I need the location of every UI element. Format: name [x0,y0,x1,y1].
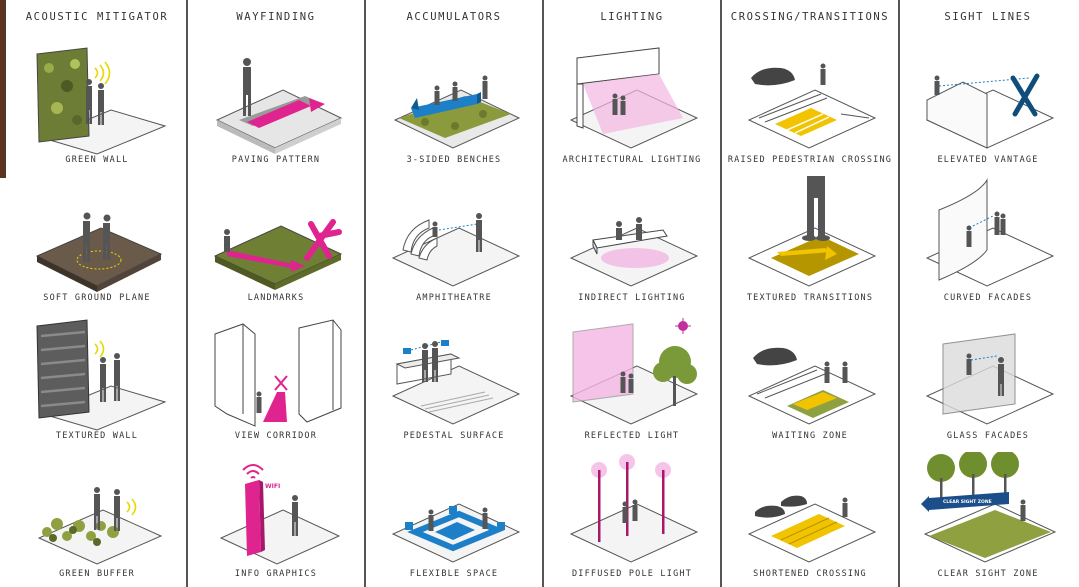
indirect-lighting-icon [569,217,699,287]
shortened-crossing-icon [747,495,877,563]
elevated-vantage-icon [925,73,1055,149]
reflected-light-icon [569,318,699,425]
column-lighting: LIGHTING ARCHITECTURAL LIGHTING [542,0,720,587]
diagram-caption: SOFT GROUND PLANE [43,293,151,303]
diagram-pedestal-surface: PEDESTAL SURFACE [366,310,542,448]
diagram-caption: INDIRECT LIGHTING [578,293,686,303]
column-title: ACOUSTIC MITIGATOR [25,11,169,23]
diagram-indirect-lighting: INDIRECT LIGHTING [544,172,720,310]
column-wayfinding: WAYFINDING PAVING PATTERN [186,0,364,587]
diagram-caption: GLASS FACADES [946,431,1030,441]
diagram-diffused-pole-light: DIFFUSED POLE LIGHT [544,448,720,586]
diagram-caption: PEDESTAL SURFACE [403,431,505,441]
diagram-caption: REFLECTED LIGHT [584,431,680,441]
soft-ground-plane-icon [35,212,163,292]
diagram-caption: GREEN BUFFER [59,569,135,579]
column-title: SIGHT LINES [944,11,1032,23]
diagram-caption: TEXTURED WALL [55,431,139,441]
left-edge-strip [0,0,6,178]
info-graphics-icon: WIFI [219,464,341,565]
green-buffer-icon [37,487,163,565]
diagram-caption: WAITING ZONE [772,431,848,441]
diagram-amphitheatre: AMPHITHEATRE [366,172,542,310]
column-title: LIGHTING [600,11,664,23]
column-title: ACCUMULATORS [406,11,502,23]
waiting-zone-icon [747,347,877,425]
diagram-caption: ARCHITECTURAL LIGHTING [562,155,702,165]
diagram-caption: VIEW CORRIDOR [234,431,318,441]
diagram-caption: ELEVATED VANTAGE [937,155,1039,165]
diagram-elevated-vantage: ELEVATED VANTAGE [900,34,1076,172]
column-crossing-transitions: CROSSING/TRANSITIONS RAISED PEDESTRIAN C… [720,0,898,587]
raised-pedestrian-crossing-icon [747,63,877,149]
diagram-glass-facades: GLASS FACADES [900,310,1076,448]
wifi-sign-text: WIFI [265,483,280,490]
amphitheatre-icon [391,213,521,287]
curved-facades-icon [925,178,1055,287]
diagram-caption: INFO GRAPHICS [234,569,318,579]
pedestal-surface-icon [391,340,521,425]
column-title: CROSSING/TRANSITIONS [730,11,890,23]
textured-wall-icon [36,319,167,431]
diagram-caption: PAVING PATTERN [231,155,321,165]
diffused-pole-light-icon [569,454,699,563]
clear-sight-zone-sign-text: CLEAR SIGHT ZONE [943,499,992,505]
column-acoustic-mitigator: ACOUSTIC MITIGATOR GREEN WALL [8,0,186,587]
diagram-green-wall: GREEN WALL [8,34,186,172]
diagram-caption: SHORTENED CROSSING [753,569,867,579]
diagram-caption: 3-SIDED BENCHES [406,155,502,165]
paving-pattern-icon [215,58,343,154]
diagram-paving-pattern: PAVING PATTERN [188,34,364,172]
architectural-lighting-icon [569,47,699,149]
column-title: WAYFINDING [236,11,316,23]
glass-facades-icon [925,333,1055,425]
diagram-caption: FLEXIBLE SPACE [409,569,499,579]
diagram-landmarks: LANDMARKS [188,172,364,310]
diagram-raised-pedestrian-crossing: RAISED PEDESTRIAN CROSSING [722,34,898,172]
green-wall-icon [36,47,167,155]
diagram-caption: GREEN WALL [65,155,129,165]
view-corridor-icon [214,319,342,427]
column-sight-lines: SIGHT LINES ELEVATED VANTAGE CURVED FACA [898,0,1076,587]
diagram-caption: RAISED PEDESTRIAN CROSSING [727,155,893,165]
diagram-caption: CURVED FACADES [943,293,1033,303]
diagram-textured-wall: TEXTURED WALL [8,310,186,448]
diagram-shortened-crossing: SHORTENED CROSSING [722,448,898,586]
diagram-caption: LANDMARKS [247,293,305,303]
urban-design-strategy-matrix: ACOUSTIC MITIGATOR GREEN WALL [8,0,1076,587]
three-sided-benches-icon [393,75,521,149]
diagram-flexible-space: FLEXIBLE SPACE [366,448,542,586]
diagram-caption: CLEAR SIGHT ZONE [937,569,1039,579]
column-accumulators: ACCUMULATORS 3-SIDED BENCHES [364,0,542,587]
diagram-curved-facades: CURVED FACADES [900,172,1076,310]
landmarks-icon [213,219,343,290]
flexible-space-icon [391,503,521,563]
diagram-view-corridor: VIEW CORRIDOR [188,310,364,448]
diagram-architectural-lighting: ARCHITECTURAL LIGHTING [544,34,720,172]
diagram-caption: DIFFUSED POLE LIGHT [571,569,693,579]
diagram-3-sided-benches: 3-SIDED BENCHES [366,34,542,172]
diagram-caption: AMPHITHEATRE [416,293,492,303]
clear-sight-zone-icon: CLEAR SIGHT ZONE [921,452,1057,563]
diagram-info-graphics: WIFI INFO GRAPHICS [188,448,364,586]
diagram-soft-ground-plane: SOFT GROUND PLANE [8,172,186,310]
diagram-caption: TEXTURED TRANSITIONS [746,293,874,303]
diagram-green-buffer: GREEN BUFFER [8,448,186,586]
diagram-textured-transitions: TEXTURED TRANSITIONS [722,172,898,310]
textured-transitions-icon [747,176,877,287]
diagram-waiting-zone: WAITING ZONE [722,310,898,448]
diagram-reflected-light: REFLECTED LIGHT [544,310,720,448]
diagram-clear-sight-zone: CLEAR SIGHT ZONE CLEAR SIGHT ZONE [900,448,1076,586]
